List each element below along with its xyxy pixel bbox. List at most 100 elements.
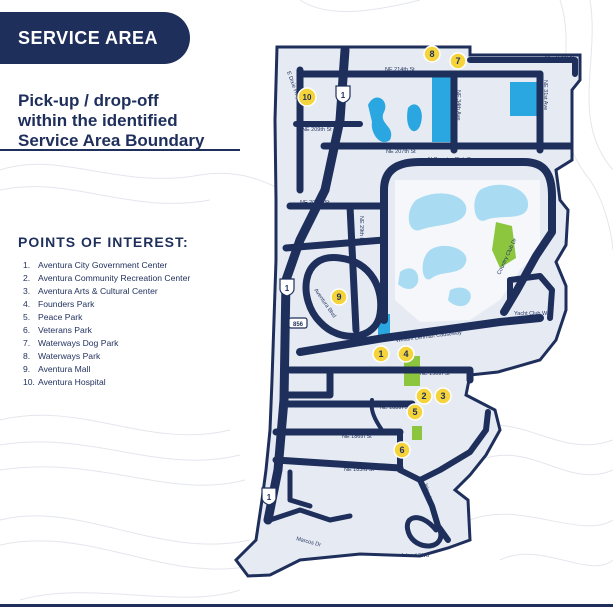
headline-line-2: within the identified — [18, 111, 178, 130]
svg-text:6: 6 — [399, 445, 404, 455]
svg-text:1: 1 — [378, 349, 383, 359]
road-yacht-club-way — [507, 273, 555, 321]
park-east — [492, 222, 516, 268]
poi-number: 6. — [23, 325, 31, 335]
water-lake-north — [432, 72, 454, 142]
poi-number: 2. — [23, 273, 31, 283]
park-veterans — [412, 426, 422, 440]
svg-text:3: 3 — [440, 391, 445, 401]
label-ne-190th: NE 190th St — [420, 371, 450, 377]
road-william-lehman-causeway — [296, 314, 544, 356]
poi-label: Waterways Dog Park — [38, 338, 119, 348]
service-area-map: NE 214th St NE 214th St NE 34th Ave NE 3… — [234, 45, 582, 578]
label-yacht-club-way: Yacht Club Way — [514, 311, 553, 317]
poi-number: 8. — [23, 351, 31, 361]
label-ne-183rd: NE 183rd St — [344, 467, 374, 473]
us1-shield-middle: 1 — [279, 278, 295, 297]
poi-markers: 1 4 2 3 5 6 7 8 9 10 — [297, 45, 467, 459]
poi-number: 10. — [23, 377, 35, 387]
poi-item: 3. Aventura Arts & Cultural Center — [23, 285, 190, 298]
poi-label: Aventura Hospital — [38, 377, 106, 387]
svg-text:8: 8 — [429, 49, 434, 59]
poi-number: 1. — [23, 260, 31, 270]
road-ne-29th-pl — [346, 202, 360, 334]
road-island-connector — [397, 409, 491, 483]
headline-line-3: Service Area Boundary — [18, 131, 205, 150]
poi-marker-10[interactable]: 10 — [297, 87, 317, 107]
poi-marker-8[interactable]: 8 — [423, 45, 441, 63]
poi-item: 7. Waterways Dog Park — [23, 337, 190, 350]
road-country-club-loop — [380, 158, 556, 324]
poi-marker-2[interactable]: 2 — [415, 387, 433, 405]
poi-marker-9[interactable]: 9 — [330, 288, 348, 306]
poi-label: Aventura Community Recreation Center — [38, 273, 191, 283]
label-ne-186th: NE 186th St — [342, 434, 372, 440]
poi-marker-1[interactable]: 1 — [372, 345, 390, 363]
service-area-banner: SERVICE AREA — [0, 12, 190, 64]
label-ne-214th-east: NE 214th St — [545, 55, 575, 61]
park-areas — [404, 222, 516, 440]
label-n-country-club: N Country Club Dr — [428, 157, 473, 163]
poi-title: POINTS OF INTEREST: — [18, 234, 189, 250]
poi-number: 4. — [23, 299, 31, 309]
poi-marker-3[interactable]: 3 — [434, 387, 452, 405]
svg-text:1: 1 — [267, 493, 272, 502]
poi-item: 4. Founders Park — [23, 298, 190, 311]
poi-marker-6[interactable]: 6 — [393, 441, 411, 459]
poi-number: 9. — [23, 364, 31, 374]
headline-divider — [0, 149, 240, 151]
poi-number: 3. — [23, 286, 31, 296]
svg-text:2: 2 — [421, 391, 426, 401]
poi-label: Founders Park — [38, 299, 95, 309]
svg-text:10: 10 — [303, 93, 312, 102]
svg-text:856: 856 — [293, 322, 304, 328]
road-west-connector — [284, 366, 334, 399]
road-island-loop — [404, 515, 444, 549]
poi-number: 5. — [23, 312, 31, 322]
svg-text:1: 1 — [341, 91, 346, 100]
road-network — [263, 45, 578, 549]
poi-item: 6. Veterans Park — [23, 324, 190, 337]
road-ne-190th — [286, 366, 474, 384]
label-ne-34th-ave: NE 34th Ave — [455, 90, 461, 120]
road-marcos-dr — [267, 507, 353, 523]
poi-list: 1. Aventura City Government Center 2. Aven… — [23, 259, 190, 389]
water-canal-west — [368, 97, 392, 143]
bottom-border — [0, 604, 613, 607]
poi-item: 1. Aventura City Government Center — [23, 259, 190, 272]
service-boundary-headline: Pick-up / drop-off within the identified… — [18, 91, 240, 151]
poi-label: Waterways Park — [38, 351, 101, 361]
label-ne-207th: NE 207th St — [386, 149, 416, 155]
svg-text:1: 1 — [285, 284, 290, 293]
road-local-spur — [369, 398, 384, 432]
poi-item: 10.Aventura Hospital — [23, 376, 190, 389]
route-shields: 1 1 1 856 — [261, 85, 351, 506]
poi-label: Aventura City Government Center — [38, 260, 168, 270]
service-boundary-outline — [234, 45, 582, 578]
label-ne-214th: NE 214th St — [385, 67, 415, 73]
svg-text:4: 4 — [403, 349, 408, 359]
label-island-blvd-horizontal: Island Blvd — [402, 553, 429, 559]
poi-label: Aventura Arts & Cultural Center — [38, 286, 158, 296]
label-ne-29th-pl: NE 29th Pl — [358, 216, 364, 242]
label-ne-31st-ave: NE 31st Ave — [542, 80, 548, 110]
poi-marker-7[interactable]: 7 — [449, 52, 467, 70]
sr856-shield: 856 — [288, 317, 308, 329]
poi-number: 7. — [23, 338, 31, 348]
poi-label: Aventura Mall — [38, 364, 91, 374]
poi-marker-4[interactable]: 4 — [397, 345, 415, 363]
road-ne-214th-east — [467, 57, 578, 77]
us1-shield-north: 1 — [335, 85, 351, 104]
svg-text:9: 9 — [336, 292, 341, 302]
poi-item: 9. Aventura Mall — [23, 363, 190, 376]
poi-item: 5.Peace Park — [23, 311, 190, 324]
poi-item: 2. Aventura Community Recreation Center — [23, 272, 190, 285]
road-southwest-spur — [287, 469, 313, 509]
road-mall-north — [282, 236, 388, 252]
label-ne-188th: NE 188th St — [380, 405, 410, 411]
water-lake-northeast — [510, 82, 538, 116]
poi-item: 8. Waterways Park — [23, 350, 190, 363]
golf-course — [395, 180, 540, 322]
poi-label: Veterans Park — [38, 325, 92, 335]
poi-marker-5[interactable]: 5 — [406, 403, 424, 421]
